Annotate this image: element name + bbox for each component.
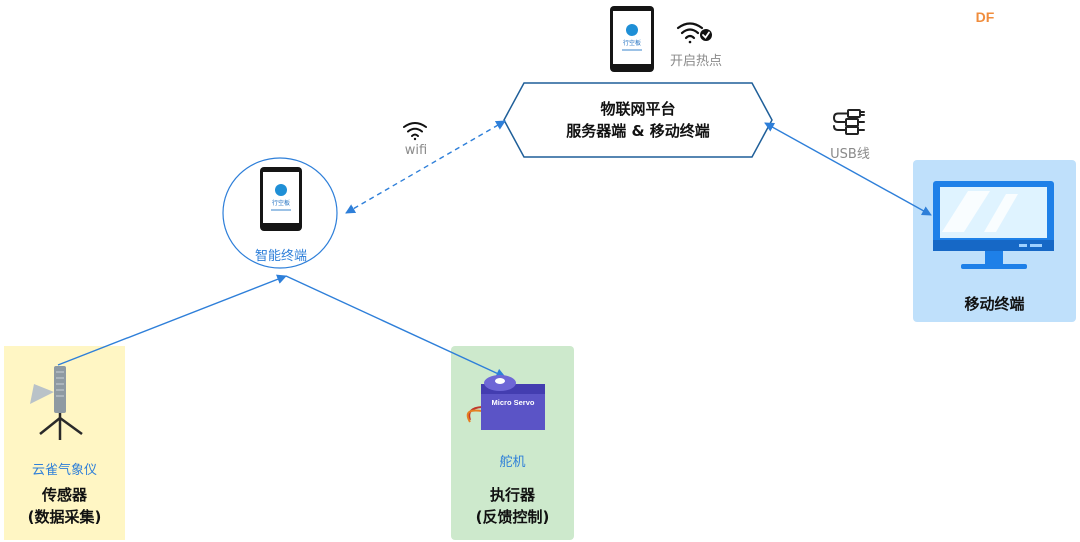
actuator-title-line2: (反馈控制) [475, 508, 550, 526]
sensor-title-line1: 传感器 [41, 486, 87, 504]
usb-link-arrow [764, 122, 932, 216]
board-device-hub: 行空板 [610, 6, 654, 72]
servo-icon: Micro Servo [466, 375, 545, 430]
iot-platform-line1: 物联网平台 [600, 100, 676, 118]
df-logo: DF [975, 9, 995, 25]
weather-station-icon [30, 366, 83, 440]
sensor-to-terminal-arrow [57, 274, 287, 366]
wifi-link-arrow [345, 120, 506, 214]
usb-cable-icon [832, 109, 865, 135]
actuator-name: 舵机 [499, 455, 526, 470]
usb-label: USB线 [830, 147, 870, 162]
wifi-label: wifi [404, 143, 428, 158]
sensor-name: 云雀气象仪 [31, 463, 97, 478]
monitor-icon [933, 181, 1054, 269]
iot-platform-hexagon [503, 82, 773, 158]
sensor-title: 传感器 (数据采集) [4, 484, 125, 528]
device-brand-text: 行空板 [271, 201, 290, 207]
iot-platform-label: 物联网平台 服务器端 & 移动终端 [520, 98, 756, 142]
hotspot-label: 开启热点 [669, 54, 722, 69]
board-device-terminal: 行空板 [260, 167, 302, 231]
mobile-terminal-title: 移动终端 [964, 295, 1025, 313]
brand-logo-icon [275, 184, 287, 196]
wifi-icon [403, 122, 427, 141]
sensor-title-line2: (数据采集) [27, 508, 102, 526]
smart-terminal-label: 智能终端 [254, 249, 307, 264]
brand-logo-icon [626, 24, 638, 36]
terminal-to-actuator-arrow [285, 275, 506, 378]
actuator-title-line1: 执行器 [489, 486, 535, 504]
wifi-check-icon [676, 22, 712, 44]
iot-platform-line2: 服务器端 & 移动终端 [566, 122, 710, 140]
actuator-title: 执行器 (反馈控制) [451, 484, 574, 528]
device-brand-text: 行空板 [622, 41, 641, 47]
servo-label-text: Micro Servo [492, 398, 535, 407]
